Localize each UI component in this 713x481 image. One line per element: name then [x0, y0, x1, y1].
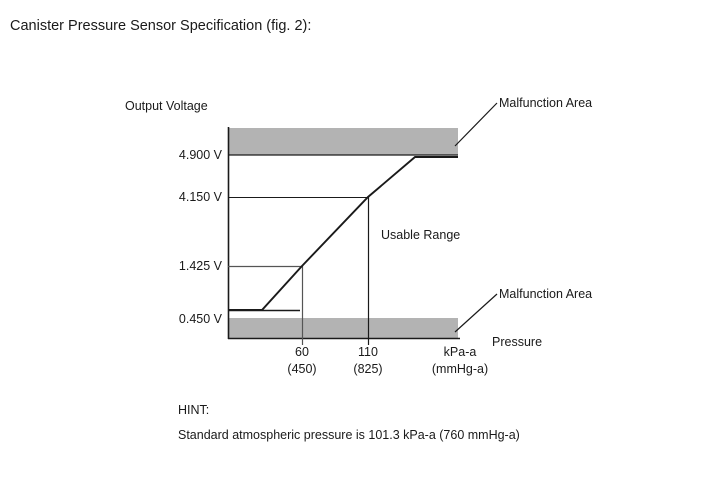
y-tick-label-0450: 0.450 V: [178, 312, 222, 326]
x-tick-label-60: 60 (450): [247, 345, 357, 376]
x-tick-secondary-110: (825): [353, 362, 383, 376]
x-tick-secondary-60: (450): [287, 362, 317, 376]
x-tick-label-110: 110 (825): [313, 345, 423, 376]
leader-line-malfunction-top: [454, 102, 498, 147]
malfunction-area-label-top: Malfunction Area: [499, 96, 593, 110]
malfunction-area-label-bottom: Malfunction Area: [499, 287, 593, 301]
x-axis-title: Pressure: [492, 335, 543, 349]
usable-range-label: Usable Range: [381, 228, 461, 242]
x-unit-secondary: (mmHg-a): [431, 362, 489, 376]
x-axis-unit-label: kPa-a (mmHg-a): [405, 345, 515, 376]
sensor-output-curve: [228, 156, 458, 311]
page-title: Canister Pressure Sensor Specification (…: [10, 18, 312, 34]
x-unit-primary: kPa-a: [443, 345, 477, 359]
malfunction-band-bottom: [228, 318, 458, 338]
leader-line-malfunction-bottom: [454, 293, 498, 333]
malfunction-band-top: [228, 128, 458, 155]
hint-label: HINT:: [178, 403, 210, 417]
y-tick-label-1425: 1.425 V: [178, 259, 222, 273]
x-tick-primary-110: 110: [358, 345, 378, 359]
hint-text: Standard atmospheric pressure is 101.3 k…: [178, 428, 520, 442]
y-tick-label-4150: 4.150 V: [178, 190, 222, 204]
x-tick-primary-60: 60: [295, 345, 309, 359]
y-tick-label-4900: 4.900 V: [178, 148, 222, 162]
y-axis-title: Output Voltage: [125, 99, 208, 113]
